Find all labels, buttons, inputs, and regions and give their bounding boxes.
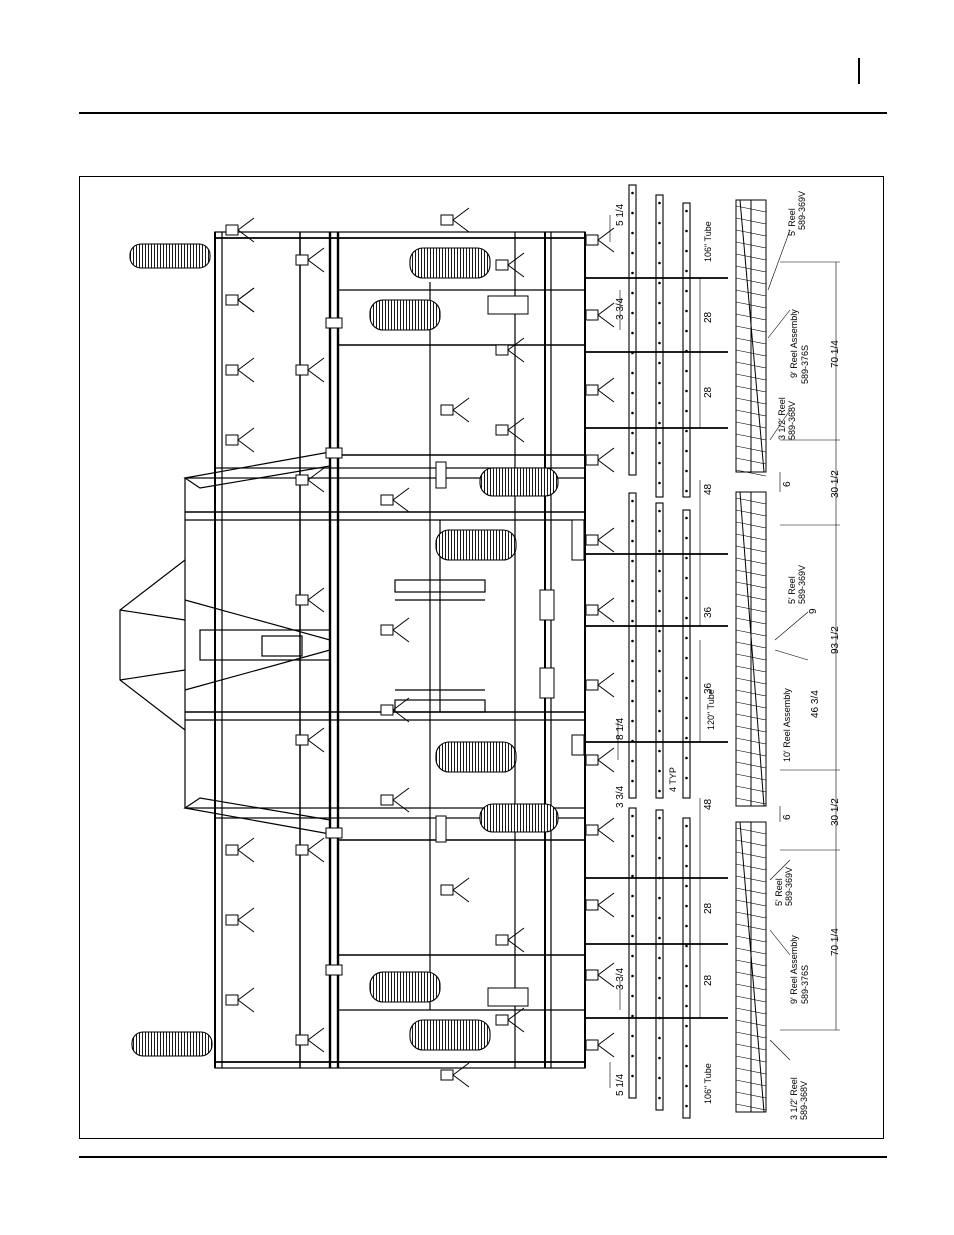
label-reel5-mid: 5' Reel (787, 576, 797, 604)
label-reel35-top-pn: 589-368V (787, 401, 797, 440)
shank-group (225, 207, 615, 1088)
dim-36-b: 36 (703, 682, 714, 694)
dim-93-1-2: 93 1/2 (830, 626, 841, 654)
dim-28-a: 28 (703, 311, 714, 323)
label-106-tube-top: 106" Tube (703, 221, 713, 262)
tires (129, 243, 559, 1057)
dim-70-1-4-top: 70 1/4 (830, 340, 841, 368)
label-reel5-low-pn: 589-369V (784, 867, 794, 906)
label-120-tube: 120" Tube (706, 689, 716, 730)
label-reel5-top-pn: 589-369V (797, 191, 807, 230)
cylinders (325, 295, 585, 1007)
dim-28-b: 28 (703, 386, 714, 398)
dim-8-1-4: 8 1/4 (615, 717, 626, 740)
label-reel9-low: 9' Reel Assembly (789, 935, 799, 1004)
label-reel5-low: 5' Reel (774, 878, 784, 906)
harrow-bars (628, 184, 691, 1119)
dimension-lines (609, 215, 840, 1088)
label-106-tube-bot: 106" Tube (703, 1063, 713, 1104)
dim-6-b: 6 (782, 814, 793, 820)
label-reel10: 10' Reel Assembly (782, 688, 792, 762)
dim-28-c: 28 (703, 902, 714, 914)
label-reel35-bot-pn: 589-368V (799, 1081, 809, 1120)
header-rule (79, 112, 887, 114)
label-4-typ: 4 TYP (668, 767, 678, 792)
dim-3-3-4-c: 3 3/4 (615, 967, 626, 990)
reel-spokes (735, 205, 767, 1111)
dim-3-3-4-a: 3 3/4 (615, 297, 626, 320)
dim-70-1-4-bot: 70 1/4 (830, 928, 841, 956)
dim-30-1-2-a: 30 1/2 (830, 470, 841, 498)
main-frame (119, 231, 586, 1069)
dim-36-a: 36 (703, 606, 714, 618)
dim-28-d: 28 (703, 974, 714, 986)
drawing-frame (79, 176, 884, 1139)
rolling-reels (735, 199, 767, 1113)
dim-48-b: 48 (703, 798, 714, 810)
callout-labels: 106" Tube 5' Reel 589-369V 9' Reel Assem… (668, 191, 810, 1120)
label-reel9-top-pn: 589-376S (800, 345, 810, 384)
footer-rule (79, 1156, 887, 1158)
label-reel9-top: 9' Reel Assembly (789, 309, 799, 378)
header-tab-rule (858, 58, 860, 84)
dimension-values: 5 1/4 3 3/4 28 28 70 1/4 48 6 30 1/2 36 … (615, 203, 841, 1096)
label-reel5-top: 5' Reel (787, 208, 797, 236)
dim-3-3-4-b: 3 3/4 (615, 785, 626, 808)
dim-30-1-2-b: 30 1/2 (830, 798, 841, 826)
label-reel9-low-pn: 589-376S (800, 965, 810, 1004)
dim-9: 9 (808, 608, 819, 614)
dim-5-1-4-top: 5 1/4 (615, 203, 626, 226)
dim-48-a: 48 (703, 483, 714, 495)
label-reel35-bot: 3 1/2' Reel (789, 1077, 799, 1120)
harrow-teeth (631, 191, 688, 1108)
dim-46-3-4: 46 3/4 (810, 690, 821, 718)
label-reel5-mid-pn: 589-369V (797, 565, 807, 604)
reel-arms (585, 277, 728, 1019)
dim-5-1-4-bot: 5 1/4 (615, 1073, 626, 1096)
label-reel35-top: 3 1/2' Reel (777, 397, 787, 440)
dim-6-a: 6 (782, 481, 793, 487)
